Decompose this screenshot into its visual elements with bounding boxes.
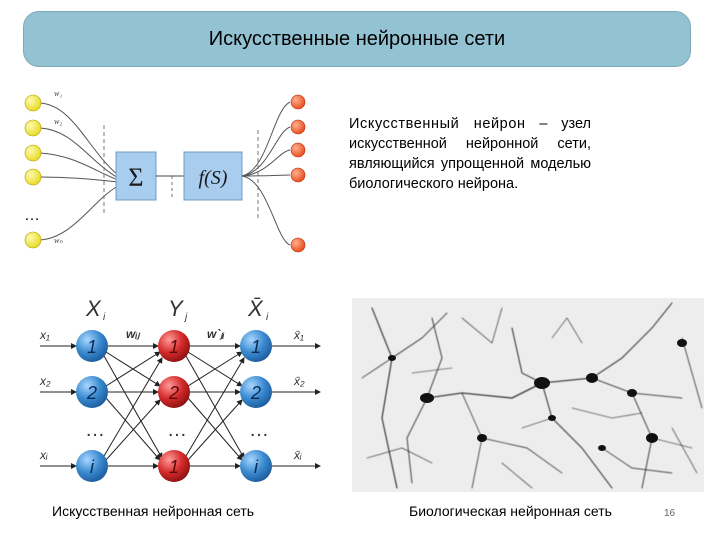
output-arrows (272, 343, 321, 469)
input-label-1: x₁ (39, 328, 50, 342)
input-layer-nodes (76, 330, 108, 482)
node-x-2 (76, 376, 108, 408)
ellipsis-layer2: … (167, 419, 187, 441)
output-label-i: x̄ᵢ (293, 448, 302, 462)
layer-label-y: Y (168, 296, 184, 321)
sum-symbol: Σ (128, 163, 143, 192)
activation-box (183, 151, 243, 201)
definition-term: Искусственный нейрон (349, 116, 526, 132)
caption-artificial-network: Искусственная нейронная сеть (52, 503, 255, 519)
output-layer-nodes (240, 330, 272, 482)
input-label-i: xᵢ (39, 448, 48, 462)
caption-biological-network: Биологическая нейронная сеть (409, 503, 612, 519)
connections-layer2-layer3 (185, 343, 245, 469)
layer-label-xbar: X̄ (247, 296, 264, 321)
weight-label-wij: wᵢⱼ (126, 327, 140, 341)
node-label-x-i: i (90, 457, 95, 477)
input-label-2: x₂ (39, 374, 51, 388)
node-label-y-1: 1 (169, 337, 179, 357)
layer-subscript-y: j (183, 312, 188, 323)
node-xbar-2 (240, 376, 272, 408)
layer-subscript-xbar: i (266, 312, 269, 323)
layer-label-x: X (85, 296, 102, 321)
node-y-j (158, 450, 190, 482)
node-label-xbar-1: 1 (251, 337, 261, 357)
node-label-xbar-i: i (254, 457, 259, 477)
neuron-bodies (388, 339, 687, 451)
weight-label-wji: w`ⱼᵢ (207, 327, 224, 341)
node-label-y-j: 1 (169, 457, 179, 477)
ellipsis-layer1: … (85, 419, 105, 441)
page-number: 16 (664, 508, 676, 519)
activation-function: f(S) (199, 167, 228, 189)
output-label-1: x̄₁ (293, 328, 304, 342)
layer-subscript-x: i (103, 312, 106, 323)
connections-layer1-layer2 (103, 343, 163, 469)
node-label-y-2: 2 (168, 383, 179, 403)
slide-title-bar: Искусственные нейронные сети (23, 11, 691, 67)
summation-box (115, 151, 157, 201)
definition-text: – узел искусственной нейронной сети, явл… (349, 116, 591, 192)
weight-label-1: w₁ (54, 89, 62, 98)
hidden-layer-nodes (158, 330, 190, 482)
output-connections (241, 101, 291, 246)
output-nodes (290, 94, 306, 253)
artificial-neuron-diagram: w₁ w₂ wₙ … Σ f(S) (24, 89, 306, 253)
input-arrows (40, 343, 77, 469)
input-nodes (24, 94, 42, 249)
node-label-x-1: 1 (87, 337, 97, 357)
node-y-1 (158, 330, 190, 362)
node-y-2 (158, 376, 190, 408)
neuron-definition: Искусственный нейрон – узел искусственно… (349, 114, 591, 194)
node-label-xbar-2: 2 (250, 383, 261, 403)
artificial-network-diagram: X i Y j X̄ i x₁ x₂ xᵢ wᵢⱼ w`ⱼᵢ (39, 296, 321, 482)
input-connections (39, 102, 119, 241)
slide-title: Искусственные нейронные сети (208, 27, 506, 50)
node-xbar-1 (240, 330, 272, 362)
ellipsis-layer3: … (249, 419, 269, 441)
weight-label-2: w₂ (54, 117, 62, 126)
output-label-2: x̄₂ (293, 374, 305, 388)
inputs-ellipsis: … (24, 207, 40, 224)
node-label-x-2: 2 (86, 383, 97, 403)
biological-network-image (352, 298, 704, 492)
weight-label-n: wₙ (54, 236, 63, 245)
node-x-1 (76, 330, 108, 362)
node-x-i (76, 450, 108, 482)
node-xbar-i (240, 450, 272, 482)
